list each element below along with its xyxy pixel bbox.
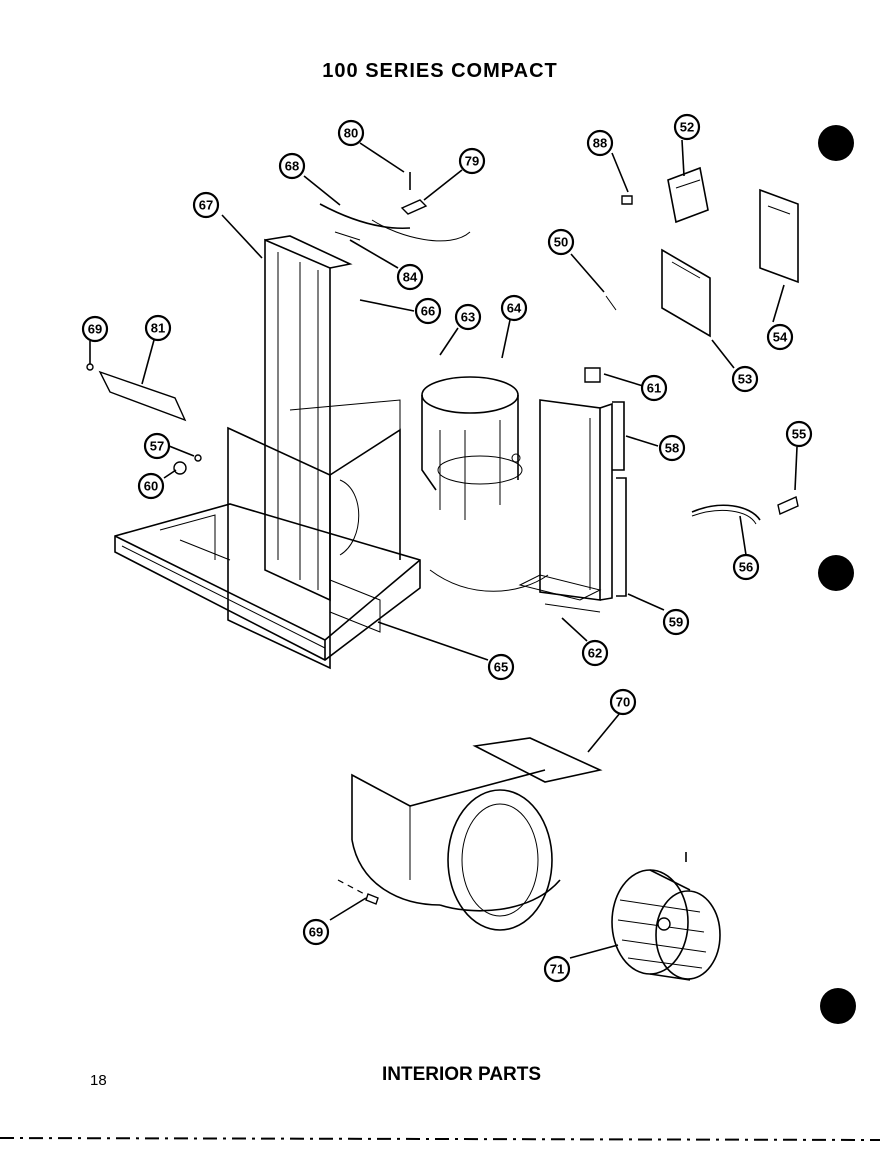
left-partition-panel <box>264 235 353 602</box>
callout-57: 57 <box>143 432 171 460</box>
binder-hole-middle <box>818 555 854 591</box>
svg-text:62: 62 <box>588 646 602 661</box>
section-title: INTERIOR PARTS <box>382 1064 542 1085</box>
callout-62: 62 <box>581 639 609 667</box>
svg-text:80: 80 <box>344 126 358 141</box>
center-bulkhead <box>227 399 401 670</box>
callout-58: 58 <box>658 434 686 462</box>
callout-81: 81 <box>144 314 172 342</box>
svg-text:71: 71 <box>550 962 564 977</box>
tube-fitting <box>691 496 799 525</box>
svg-text:55: 55 <box>792 427 806 442</box>
svg-text:69: 69 <box>309 925 323 940</box>
svg-text:84: 84 <box>403 270 418 285</box>
callout-80: 80 <box>337 119 365 147</box>
callout-61: 61 <box>640 374 668 402</box>
scan-edge-line <box>0 1137 880 1141</box>
callout-70: 70 <box>609 688 637 716</box>
hardware-top <box>319 172 633 242</box>
binder-hole-top <box>818 125 854 161</box>
svg-text:68: 68 <box>285 159 299 174</box>
callout-60: 60 <box>137 472 165 500</box>
callout-79: 79 <box>458 147 486 175</box>
callout-55: 55 <box>785 420 813 448</box>
callout-88: 88 <box>586 129 614 157</box>
svg-text:60: 60 <box>144 479 158 494</box>
svg-text:79: 79 <box>465 154 479 169</box>
svg-text:50: 50 <box>554 235 568 250</box>
svg-text:56: 56 <box>739 560 753 575</box>
svg-text:70: 70 <box>616 695 630 710</box>
callout-64: 64 <box>500 294 528 322</box>
svg-text:58: 58 <box>665 441 679 456</box>
svg-text:66: 66 <box>421 304 435 319</box>
callout-50: 50 <box>547 228 575 256</box>
blower-wheel <box>611 852 721 981</box>
callout-66: 66 <box>414 297 442 325</box>
page-number: 18 <box>90 1072 107 1089</box>
page-title: 100 SERIES COMPACT <box>322 60 558 82</box>
callout-59: 59 <box>662 608 690 636</box>
svg-text:57: 57 <box>150 439 164 454</box>
callout-67: 67 <box>192 191 220 219</box>
callout-65: 65 <box>487 653 515 681</box>
svg-text:54: 54 <box>773 330 788 345</box>
right-frame-bracket <box>518 399 627 613</box>
callout-52: 52 <box>673 113 701 141</box>
base-pan-assembly <box>114 503 421 661</box>
compressor <box>421 376 549 592</box>
binder-hole-bottom <box>820 988 856 1024</box>
hardware-left <box>86 363 202 475</box>
svg-text:63: 63 <box>461 310 475 325</box>
callout-69-left: 69 <box>81 315 109 343</box>
svg-text:61: 61 <box>647 381 661 396</box>
svg-text:64: 64 <box>507 301 522 316</box>
control-brackets <box>584 166 799 383</box>
callout-56: 56 <box>732 553 760 581</box>
svg-text:67: 67 <box>199 198 213 213</box>
callout-71: 71 <box>543 955 571 983</box>
svg-text:59: 59 <box>669 615 683 630</box>
svg-text:65: 65 <box>494 660 508 675</box>
housing-screw <box>337 879 379 905</box>
callout-53: 53 <box>731 365 759 393</box>
svg-text:69: 69 <box>88 322 102 337</box>
svg-text:52: 52 <box>680 120 694 135</box>
svg-text:81: 81 <box>151 321 165 336</box>
callout-69-bottom: 69 <box>302 918 330 946</box>
blower-housing <box>351 737 603 931</box>
svg-text:53: 53 <box>738 372 752 387</box>
svg-text:88: 88 <box>593 136 607 151</box>
callout-68: 68 <box>278 152 306 180</box>
leader-lines <box>89 139 798 959</box>
callout-54: 54 <box>766 323 794 351</box>
callout-63: 63 <box>454 303 482 331</box>
callout-84: 84 <box>396 263 424 291</box>
